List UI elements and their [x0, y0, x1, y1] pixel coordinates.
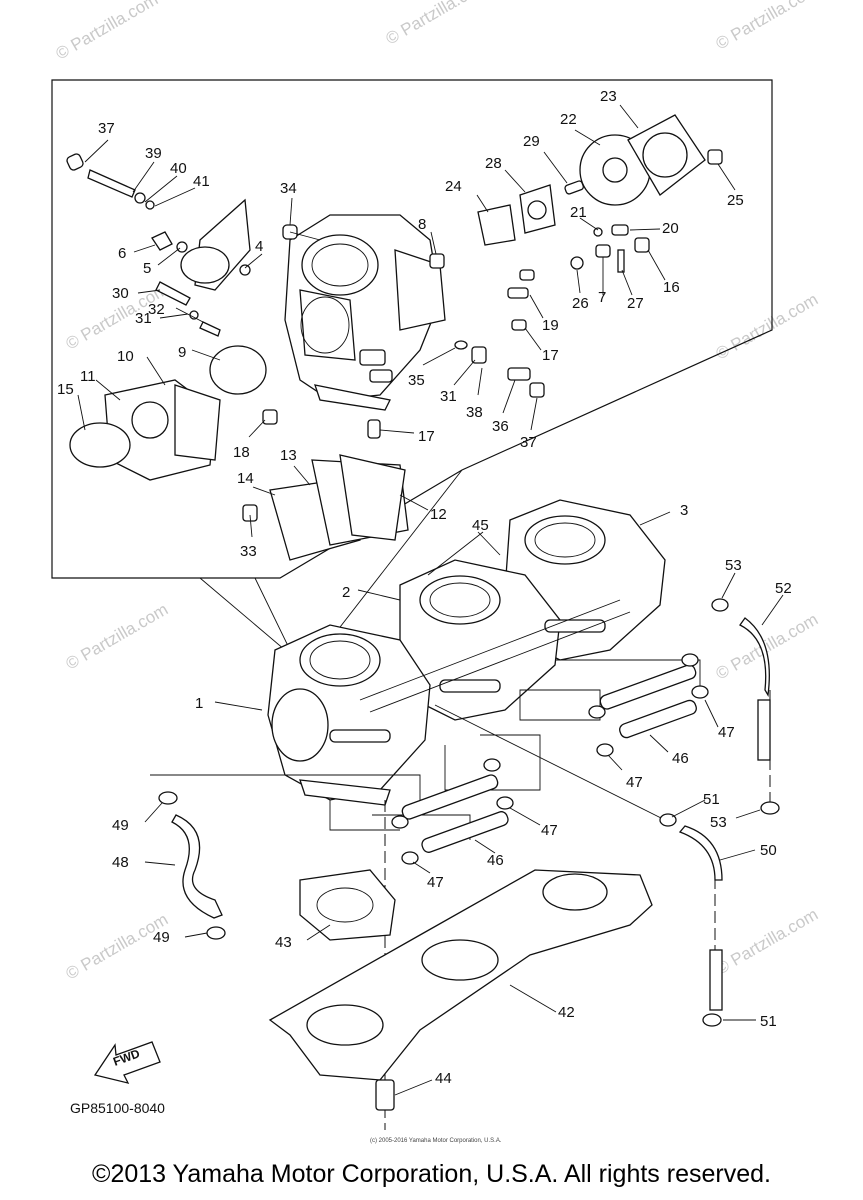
callout-35: 35 [408, 372, 425, 389]
callout-44: 44 [435, 1070, 452, 1087]
callout-7: 7 [598, 289, 606, 306]
callout-23: 23 [600, 88, 617, 105]
callout-32: 32 [148, 301, 165, 318]
callout-31: 31 [440, 388, 457, 405]
part-callouts: 37 39 40 41 34 8 24 28 29 22 23 25 21 20… [57, 88, 792, 1087]
watermark: © Partzilla.com [713, 0, 822, 53]
callout-13: 13 [280, 447, 297, 464]
callout-5: 5 [143, 260, 151, 277]
callout-34: 34 [280, 180, 297, 197]
callout-48: 48 [112, 854, 129, 871]
watermark: © Partzilla.com [713, 290, 822, 364]
watermark: © Partzilla.com [63, 600, 172, 674]
copyright-notice: ©2013 Yamaha Motor Corporation, U.S.A. A… [92, 1160, 771, 1188]
callout-9: 9 [178, 344, 186, 361]
callout-14: 14 [237, 470, 254, 487]
callout-4: 4 [255, 238, 263, 255]
callout-36: 36 [492, 418, 509, 435]
callout-20: 20 [662, 220, 679, 237]
callout-11: 11 [80, 368, 96, 385]
callout-28: 28 [485, 155, 502, 172]
callout-39: 39 [145, 145, 162, 162]
fine-print: (c) 2005-2016 Yamaha Motor Corporation, … [370, 1138, 502, 1144]
callout-45: 45 [472, 517, 489, 534]
callout-16: 16 [663, 279, 680, 296]
callout-46: 46 [672, 750, 689, 767]
callout-10: 10 [117, 348, 134, 365]
inset-small-parts [66, 114, 723, 561]
callout-21: 21 [570, 204, 587, 221]
callout-12: 12 [430, 506, 447, 523]
callout-49: 49 [112, 817, 129, 834]
callout-25: 25 [727, 192, 744, 209]
callout-18: 18 [233, 444, 250, 461]
callout-26: 26 [572, 295, 589, 312]
callout-50: 50 [760, 842, 777, 859]
callout-30: 30 [112, 285, 129, 302]
callout-38: 38 [466, 404, 483, 421]
reference-lines [150, 659, 771, 1130]
callout-8: 8 [418, 216, 426, 233]
watermark: © Partzilla.com [713, 905, 822, 979]
carburetor-detail [284, 214, 446, 411]
callout-29: 29 [523, 133, 540, 150]
diagram-code: GP85100-8040 [70, 1100, 165, 1116]
watermark: © Partzilla.com [63, 910, 172, 984]
callout-46: 46 [487, 852, 504, 869]
callout-33: 33 [240, 543, 257, 560]
intake-manifold [268, 869, 653, 1111]
callout-53: 53 [725, 557, 742, 574]
forward-arrow: FWD [93, 1041, 161, 1084]
callout-27: 27 [627, 295, 644, 312]
callout-53: 53 [710, 814, 727, 831]
callout-47: 47 [718, 724, 735, 741]
callout-43: 43 [275, 934, 292, 951]
callout-19: 19 [542, 317, 559, 334]
callout-49: 49 [153, 929, 170, 946]
callout-6: 6 [118, 245, 126, 262]
callout-52: 52 [775, 580, 792, 597]
carburetor-assembly [267, 499, 666, 806]
callout-47: 47 [427, 874, 444, 891]
callout-47: 47 [541, 822, 558, 839]
callout-51: 51 [760, 1013, 777, 1030]
callout-40: 40 [170, 160, 187, 177]
callout-24: 24 [445, 178, 462, 195]
callout-51: 51 [703, 791, 720, 808]
watermark: © Partzilla.com [383, 0, 492, 48]
callout-22: 22 [560, 111, 577, 128]
leader-lines [77, 104, 784, 1096]
callout-2: 2 [342, 584, 350, 601]
callout-42: 42 [558, 1004, 575, 1021]
callout-37: 37 [520, 434, 537, 451]
callout-1: 1 [195, 695, 203, 712]
callout-15: 15 [57, 381, 74, 398]
callout-17: 17 [418, 428, 435, 445]
callout-3: 3 [680, 502, 688, 519]
callout-47: 47 [626, 774, 643, 791]
callout-17: 17 [542, 347, 559, 364]
hoses-and-clamps [158, 598, 780, 1027]
callout-37: 37 [98, 120, 115, 137]
callout-31: 31 [135, 310, 152, 327]
watermark: © Partzilla.com [53, 0, 162, 63]
callout-41: 41 [193, 173, 210, 190]
